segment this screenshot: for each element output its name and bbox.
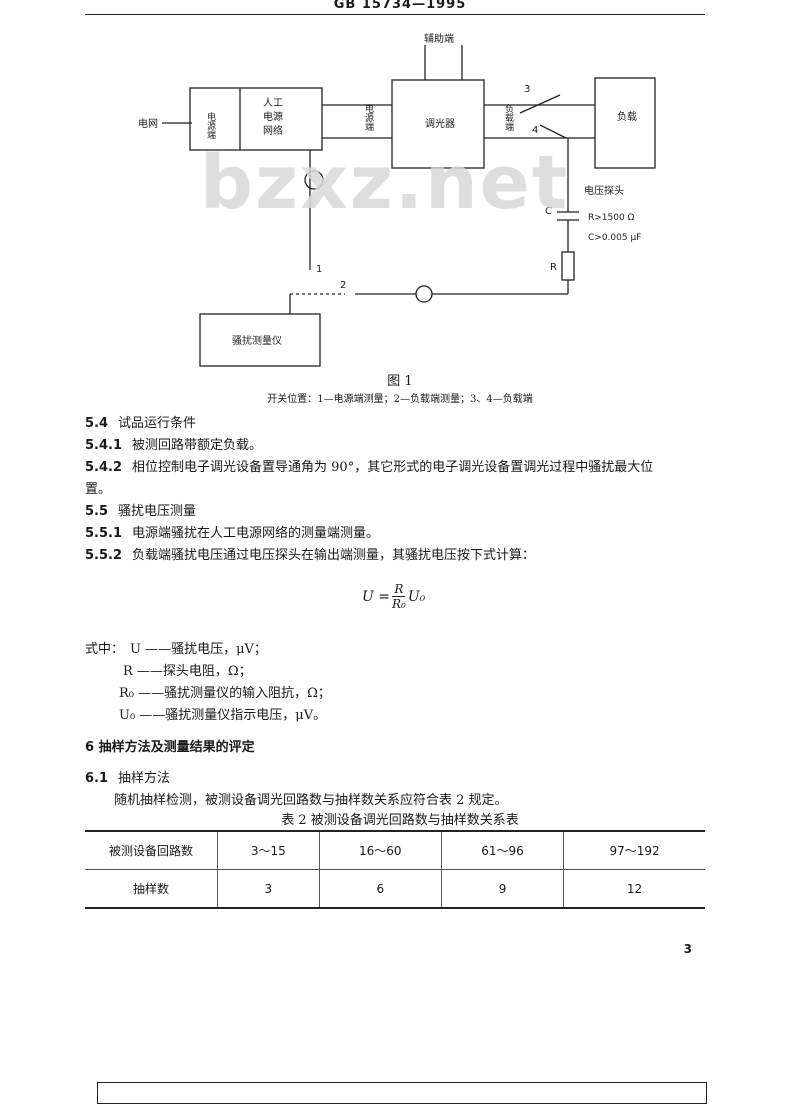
dimmer-box [391, 79, 485, 169]
label-mains: 电网 [138, 117, 158, 130]
table-cell: 97～192 [563, 830, 705, 870]
table-row: 被测设备回路数 3～15 16～60 61～96 97～192 [85, 830, 705, 870]
label-switch3: 3 [524, 84, 530, 95]
figure-caption: 图 1 [387, 374, 413, 389]
watermark: bzxz.net [200, 140, 570, 226]
definition-u0: U₀ ——骚扰测量仪指示电压，μV。 [119, 708, 327, 723]
table-cell: 3 [217, 869, 320, 909]
header-rule [85, 14, 705, 15]
formula-rhs: U₀ [407, 588, 426, 605]
lisn-box [189, 87, 323, 151]
table-cell: 12 [563, 869, 705, 909]
coax-ring-2 [415, 285, 433, 303]
definition-r0: R₀ ——骚扰测量仪的输入阻抗，Ω； [119, 686, 331, 701]
section-6-heading: 6 抽样方法及测量结果的评定 [85, 740, 255, 755]
label-power-port: 电源端 [363, 103, 374, 132]
label-lisn-2: 电源 [263, 110, 283, 123]
circuit-diagram: 电网 电源端 人工 电源 网络 电源端 辅助端 调光器 负载端 负载 3 4 电… [138, 32, 656, 367]
label-load: 负载 [617, 110, 637, 123]
table-cell: 抽样数 [85, 869, 218, 909]
table-cell: 6 [318, 869, 442, 909]
label-switch4: 4 [532, 125, 538, 136]
table-cell: 61～96 [440, 830, 564, 870]
formula-fraction: R R₀ [392, 582, 406, 611]
table-cell: 3～15 [217, 830, 320, 870]
table2-caption: 表 2 被测设备调光回路数与抽样数关系表 [281, 813, 519, 828]
table-cell: 被测设备回路数 [85, 830, 218, 870]
formula-lhs: U = [362, 588, 390, 605]
section-5-4-2-cont: 置。 [85, 482, 112, 497]
table-row: 抽样数 3 6 9 12 [85, 869, 705, 909]
definitions-intro: 式中： [85, 642, 125, 657]
switch-34 [519, 94, 561, 114]
table-cell: 9 [440, 869, 564, 909]
formula-numerator: R [392, 582, 406, 597]
formula-denominator: R₀ [391, 597, 406, 611]
label-cap: C [545, 206, 552, 217]
definition-r: R ——探头电阻，Ω； [123, 664, 252, 679]
probe-resistor [561, 251, 575, 281]
label-dimmer: 调光器 [425, 117, 455, 130]
page-header: GB 15734—1995 [333, 0, 467, 12]
label-lisn-1: 人工 [263, 97, 283, 109]
label-switch2: 2 [340, 280, 346, 291]
definition-u: U ——骚扰电压，μV； [130, 642, 267, 657]
label-load-port: 负载端 [503, 103, 514, 132]
meter-box [199, 313, 321, 367]
table-cell: 16～60 [318, 830, 442, 870]
label-switch1: 1 [316, 264, 322, 275]
label-aux-port: 辅助端 [424, 32, 454, 45]
table2: 被测设备回路数 3～15 16～60 61～96 97～192 抽样数 3 6 … [85, 830, 705, 909]
label-c-spec: C>0.005 μF [588, 233, 641, 243]
load-box [594, 77, 656, 169]
label-probe: 电压探头 [584, 184, 624, 197]
footer-frame [97, 1082, 707, 1104]
label-lisn-3: 网络 [263, 124, 283, 137]
formula: U = R R₀ U₀ [362, 582, 425, 611]
label-meter: 骚扰测量仪 [232, 334, 282, 347]
page-number: 3 [683, 942, 692, 956]
figure-subcaption: 开关位置：1—电源端测量；2—负载端测量；3、4—负载端 [267, 394, 533, 405]
label-lisn-left: 电源端 [205, 111, 216, 140]
section-6-1-body: 随机抽样检测，被测设备调光回路数与抽样数关系应符合表 2 规定。 [114, 793, 508, 808]
label-r-spec: R>1500 Ω [588, 213, 635, 223]
coax-ring-1 [304, 170, 324, 190]
label-r: R [550, 262, 557, 273]
